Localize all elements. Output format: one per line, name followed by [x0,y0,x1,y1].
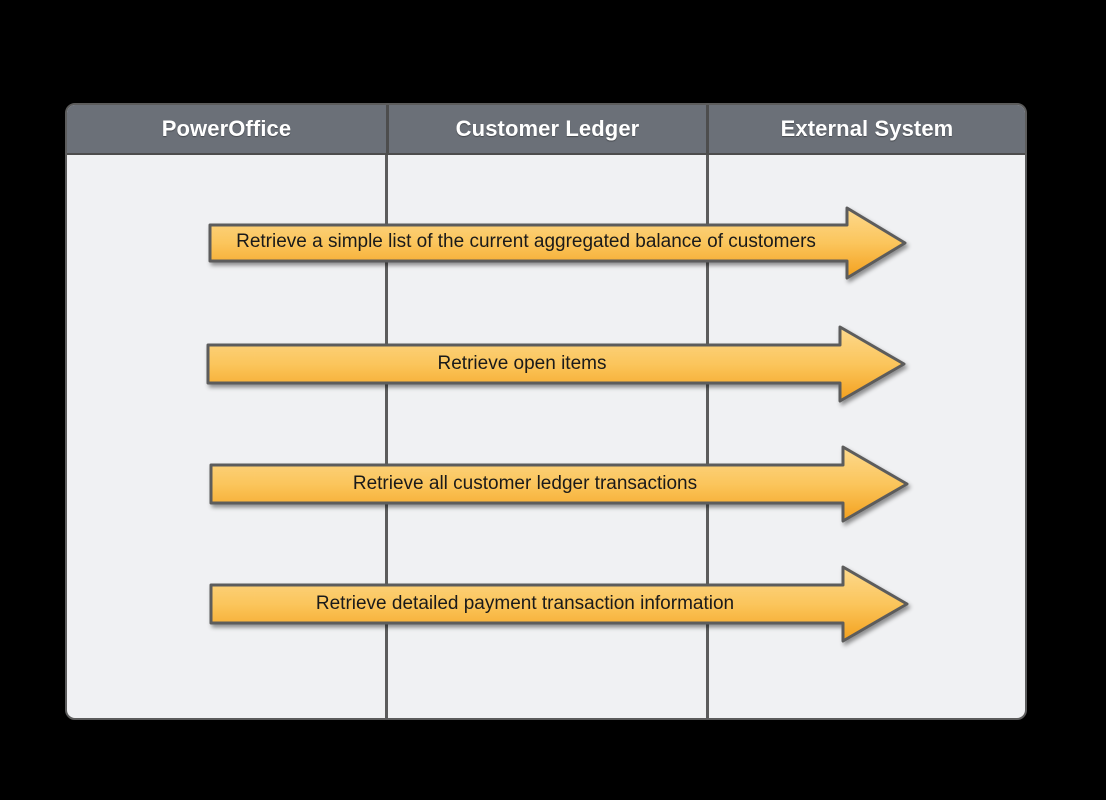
arrow-shape [208,206,907,280]
message-arrow-1[interactable]: Retrieve a simple list of the current ag… [202,205,912,281]
arrow-shape [206,325,906,403]
lifeline-poweroffice [385,155,388,718]
arrow-shape [209,565,909,643]
arrow-shape [209,445,909,523]
message-arrow-3[interactable]: Retrieve all customer ledger transaction… [203,445,915,523]
lifeline-customer-ledger [706,155,709,718]
lane-header-row: PowerOffice Customer Ledger External Sys… [67,105,1025,155]
lane-header-customer-ledger[interactable]: Customer Ledger [386,105,706,155]
lane-header-external-system[interactable]: External System [706,105,1025,155]
sequence-diagram-panel: PowerOffice Customer Ledger External Sys… [65,103,1027,720]
lane-header-label: PowerOffice [161,116,292,141]
message-arrow-2[interactable]: Retrieve open items [200,325,912,403]
lane-header-label: Customer Ledger [455,116,640,141]
message-layer: Retrieve a simple list of the current ag… [67,105,1025,718]
message-arrow-4[interactable]: Retrieve detailed payment transaction in… [203,565,915,643]
lane-header-label: External System [780,116,954,141]
lane-header-poweroffice[interactable]: PowerOffice [67,105,386,155]
